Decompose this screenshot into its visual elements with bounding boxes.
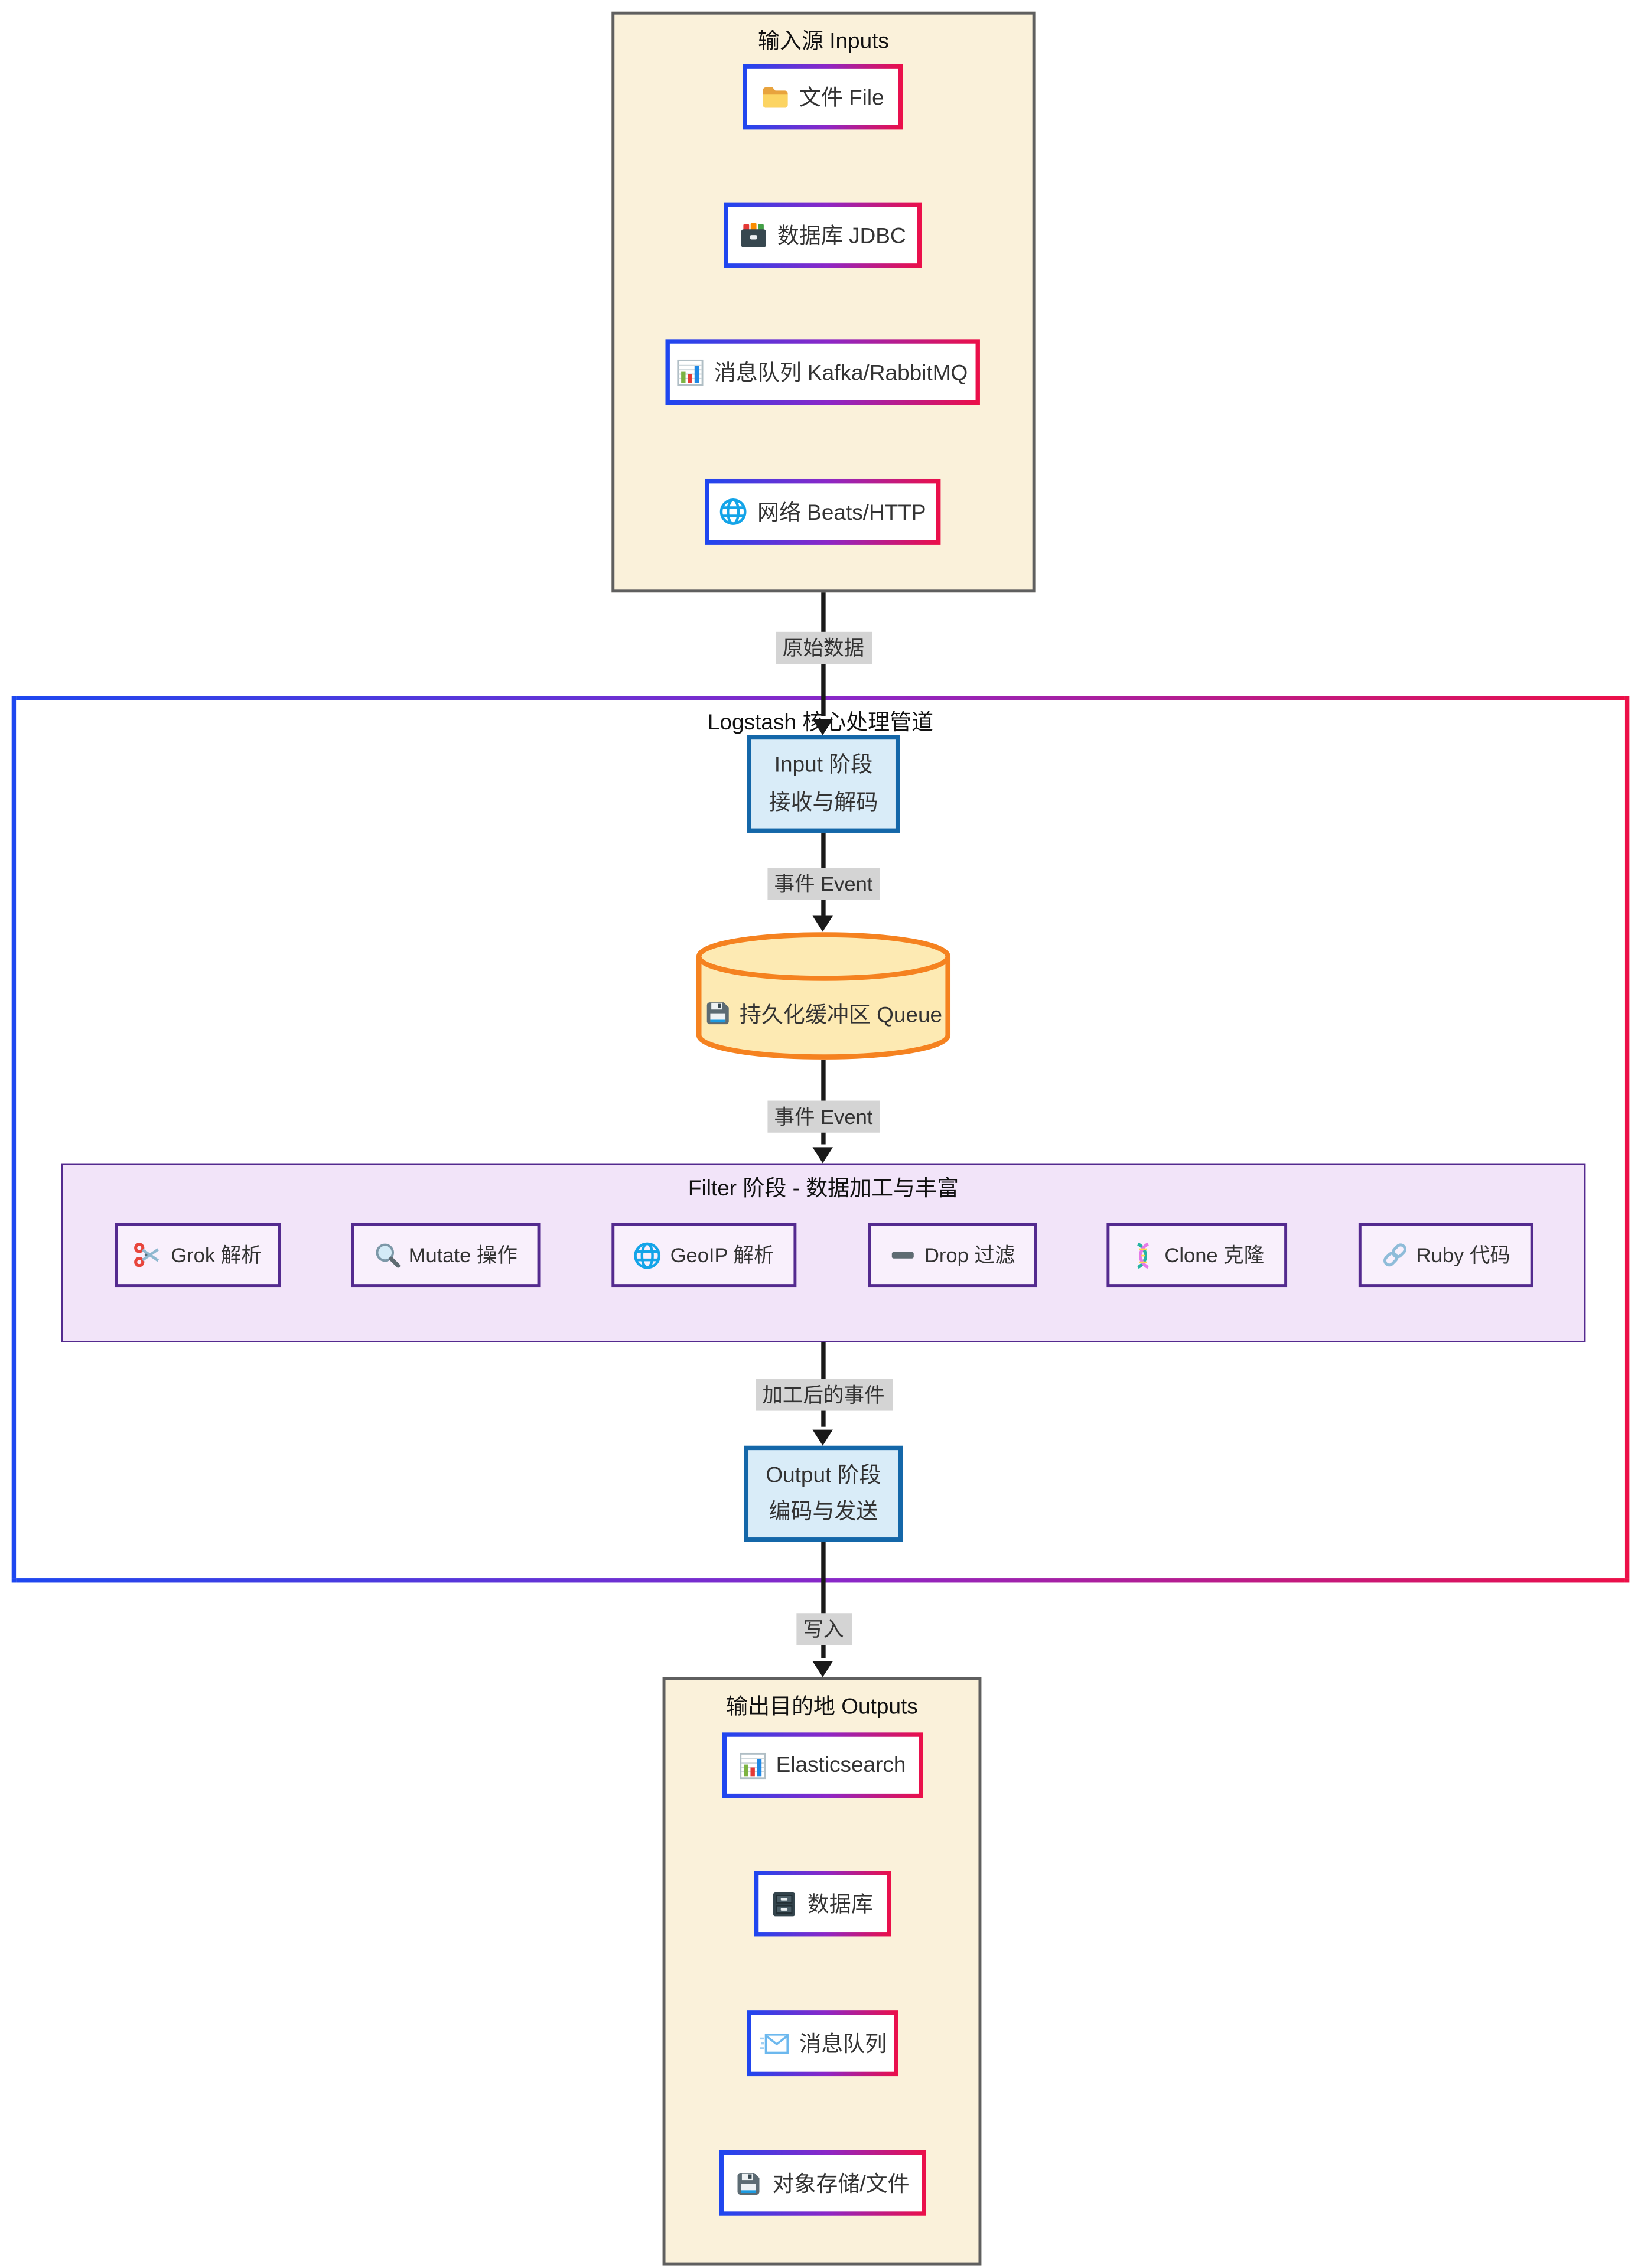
edge-label-raw-data: 原始数据	[775, 631, 872, 664]
node-label: 网络 Beats/HTTP	[757, 500, 926, 526]
node-label: Clone 克隆	[1164, 1243, 1265, 1267]
node-label: 对象存储/文件	[772, 2172, 910, 2197]
globe-icon	[634, 1241, 662, 1269]
node-object-storage-output: 对象存储/文件	[719, 2150, 926, 2216]
node-label: 消息队列 Kafka/RabbitMQ	[714, 361, 968, 386]
folder-icon	[761, 85, 789, 108]
arrowhead-icon	[812, 719, 832, 735]
floppy-disk-icon	[736, 2170, 762, 2196]
output-stage-line1: Output 阶段	[766, 1462, 881, 1487]
filter-subgraph-title: Filter 阶段 - 数据加工与丰富	[688, 1176, 959, 1201]
node-clone: Clone 克隆	[1106, 1223, 1288, 1288]
node-elasticsearch-output: Elasticsearch	[722, 1732, 923, 1798]
node-queue-cylinder: 持久化缓冲区 Queue	[696, 932, 951, 1060]
node-message-queue-input: 消息队列 Kafka/RabbitMQ	[665, 339, 980, 405]
node-jdbc-input: 数据库 JDBC	[724, 202, 922, 268]
floppy-disk-icon	[705, 1000, 731, 1026]
pipeline-subgraph: Logstash 核心处理管道	[11, 696, 1630, 1583]
node-grok: Grok 解析	[115, 1223, 281, 1288]
envelope-icon	[758, 2032, 789, 2055]
node-label: 数据库 JDBC	[777, 224, 906, 249]
node-network-input: 网络 Beats/HTTP	[705, 478, 941, 545]
node-label: Ruby 代码	[1416, 1243, 1510, 1267]
node-label: 数据库	[807, 1892, 873, 1918]
globe-icon	[719, 498, 747, 526]
node-label: 文件 File	[799, 86, 884, 111]
magnifier-icon	[374, 1242, 400, 1268]
queue-label: 持久化缓冲区 Queue	[739, 1002, 943, 1028]
node-label: 消息队列	[799, 2032, 887, 2058]
node-database-output: 数据库	[754, 1871, 891, 1937]
edge-output-stage-to-outputs	[821, 1542, 825, 1658]
node-mutate: Mutate 操作	[351, 1223, 541, 1288]
dna-icon	[1129, 1241, 1155, 1269]
node-output-stage: Output 阶段 编码与发送	[744, 1445, 903, 1542]
inputs-subgraph-title: 输入源 Inputs	[757, 29, 889, 54]
node-label: Drop 过滤	[924, 1243, 1015, 1267]
outputs-subgraph-title: 输出目的地 Outputs	[726, 1695, 918, 1720]
node-ruby: Ruby 代码	[1358, 1223, 1533, 1288]
node-geoip: GeoIP 解析	[611, 1223, 797, 1288]
node-label: Mutate 操作	[408, 1243, 517, 1267]
edge-label-write: 写入	[796, 1613, 851, 1645]
arrowhead-icon	[812, 1429, 832, 1446]
output-stage-line2: 编码与发送	[769, 1499, 878, 1524]
scissors-icon	[135, 1242, 162, 1268]
node-label: Elasticsearch	[776, 1752, 906, 1778]
queue-label-row: 持久化缓冲区 Queue	[696, 999, 950, 1028]
node-label: Grok 解析	[171, 1243, 262, 1267]
node-label: GeoIP 解析	[670, 1243, 774, 1267]
node-input-stage: Input 阶段 接收与解码	[747, 735, 900, 833]
node-file-input: 文件 File	[743, 64, 903, 130]
arrowhead-icon	[812, 915, 832, 932]
arrowhead-icon	[812, 1147, 832, 1164]
card-file-box-icon	[740, 222, 767, 248]
link-icon	[1382, 1242, 1408, 1268]
arrowhead-icon	[812, 1661, 832, 1677]
edge-label-event-2: 事件 Event	[767, 1100, 880, 1133]
filter-subgraph: Filter 阶段 - 数据加工与丰富	[61, 1163, 1586, 1342]
input-stage-line2: 接收与解码	[769, 790, 878, 815]
minus-icon	[890, 1242, 916, 1268]
edge-label-processed-event: 加工后的事件	[755, 1379, 892, 1411]
input-stage-line1: Input 阶段	[774, 752, 873, 778]
cylinder-shape	[696, 932, 951, 1060]
bar-chart-icon	[739, 1752, 766, 1778]
edge-label-event-1: 事件 Event	[767, 868, 880, 900]
node-message-queue-output: 消息队列	[747, 2010, 898, 2077]
node-drop: Drop 过滤	[868, 1223, 1037, 1288]
bar-chart-icon	[678, 359, 704, 385]
file-cabinet-icon	[773, 1891, 797, 1917]
